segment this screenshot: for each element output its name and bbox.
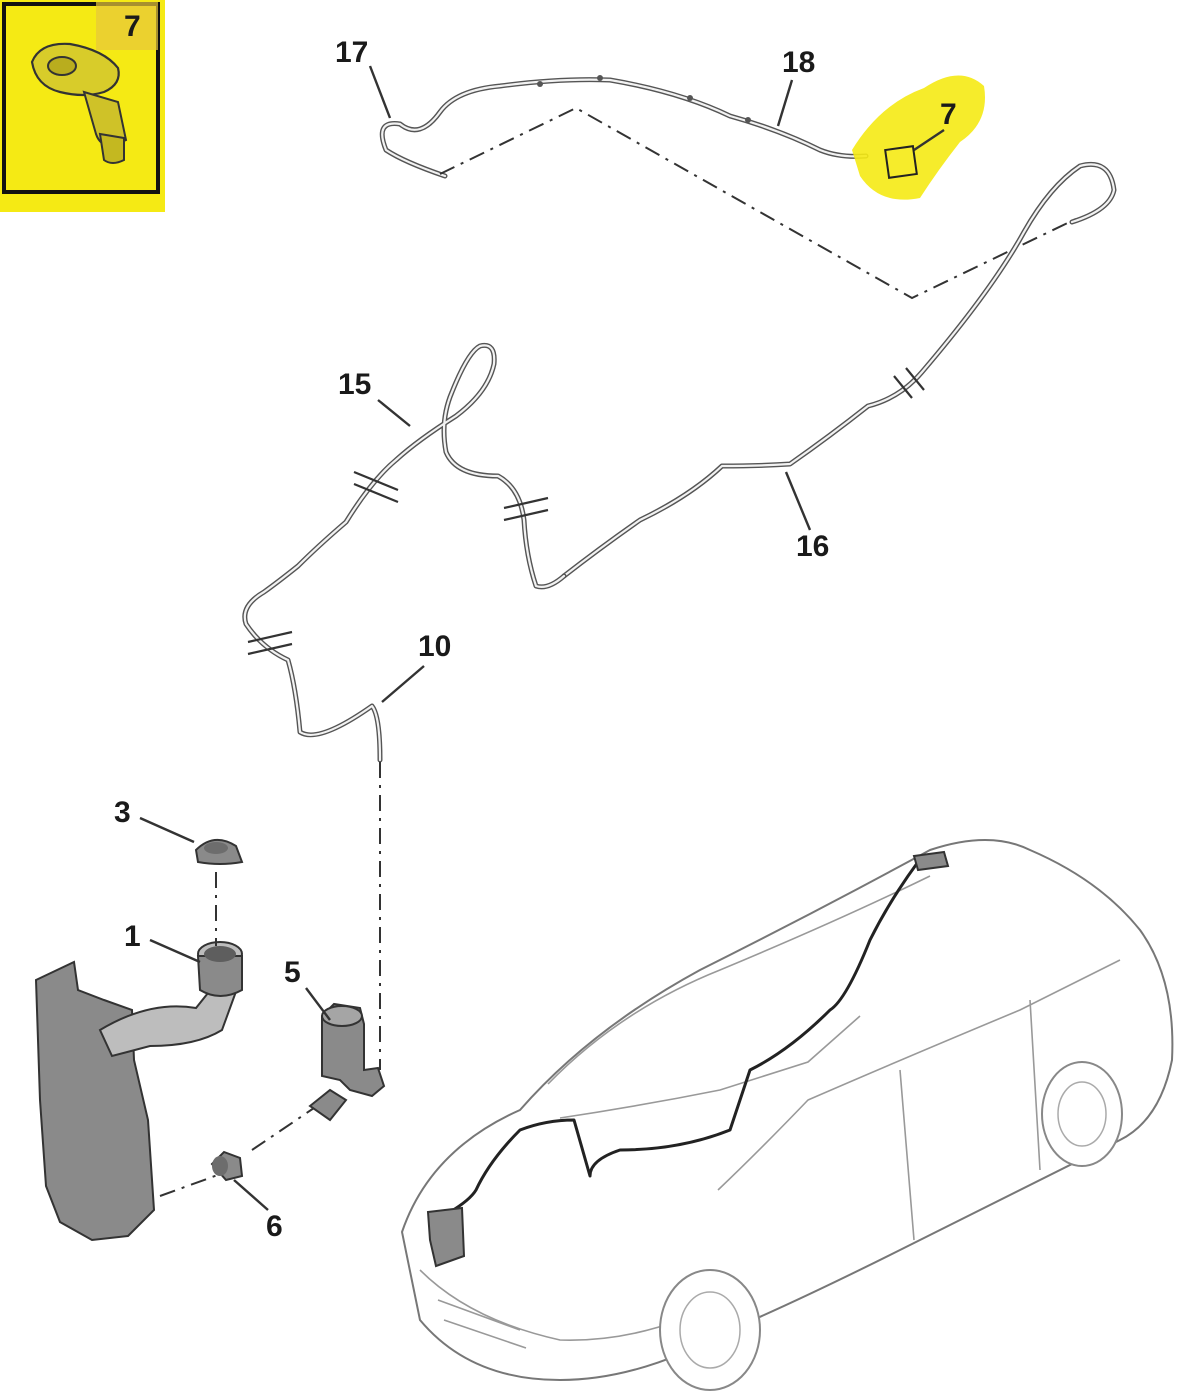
front-wheel bbox=[659, 1269, 761, 1391]
washer-nozzle-icon bbox=[30, 42, 128, 164]
inset-panel-nozzle: 7 bbox=[0, 0, 165, 212]
callout-7: 7 bbox=[940, 98, 957, 131]
leader-18 bbox=[776, 79, 794, 127]
leader-3 bbox=[139, 816, 195, 844]
car-reservoir-location bbox=[426, 1206, 466, 1268]
callout-17: 17 bbox=[335, 36, 368, 69]
callout-1: 1 bbox=[124, 920, 141, 953]
roof-nozzle-7-highlight bbox=[852, 75, 985, 200]
filler-neck-1 bbox=[196, 941, 243, 997]
callout-5: 5 bbox=[284, 956, 301, 989]
inset-frame bbox=[2, 2, 160, 194]
nozzle-marker-box bbox=[884, 145, 918, 179]
hose-break-mark-lower bbox=[247, 630, 293, 656]
inset-label-tab bbox=[96, 2, 158, 50]
washer-pump-5 bbox=[308, 1002, 386, 1122]
car-roof-nozzle bbox=[912, 850, 950, 872]
leader-17 bbox=[368, 65, 392, 119]
leader-10 bbox=[381, 665, 425, 703]
pump-grommet-6 bbox=[210, 1150, 244, 1182]
roof-connection-line bbox=[439, 106, 1083, 300]
hose-break-mark-upper bbox=[353, 470, 399, 504]
callout-15: 15 bbox=[338, 368, 371, 401]
leader-15 bbox=[377, 399, 411, 427]
callout-18: 18 bbox=[782, 46, 815, 79]
car-hose-routing bbox=[449, 858, 941, 1214]
pump-grommet-connection-line bbox=[159, 1107, 315, 1197]
callout-10: 10 bbox=[418, 630, 451, 663]
roof-hose-18 bbox=[379, 75, 869, 179]
leader-1 bbox=[149, 938, 201, 964]
hose-15 bbox=[242, 342, 567, 763]
leader-7 bbox=[913, 129, 945, 151]
callout-16: 16 bbox=[796, 530, 829, 563]
leader-6 bbox=[233, 1179, 269, 1211]
hose-break-mark bbox=[893, 367, 925, 399]
washer-reservoir bbox=[34, 960, 240, 1242]
callout-3: 3 bbox=[114, 796, 131, 829]
car-outline bbox=[400, 839, 1174, 1391]
rear-hose-16 bbox=[561, 162, 1117, 579]
callout-6: 6 bbox=[266, 1210, 283, 1243]
leader-5 bbox=[305, 987, 331, 1021]
inset-callout-7: 7 bbox=[124, 10, 141, 43]
leader-16 bbox=[784, 471, 812, 531]
rear-wheel bbox=[1041, 1061, 1123, 1167]
filler-cap-3 bbox=[194, 839, 244, 865]
hose-break-mark-middle bbox=[503, 496, 549, 522]
